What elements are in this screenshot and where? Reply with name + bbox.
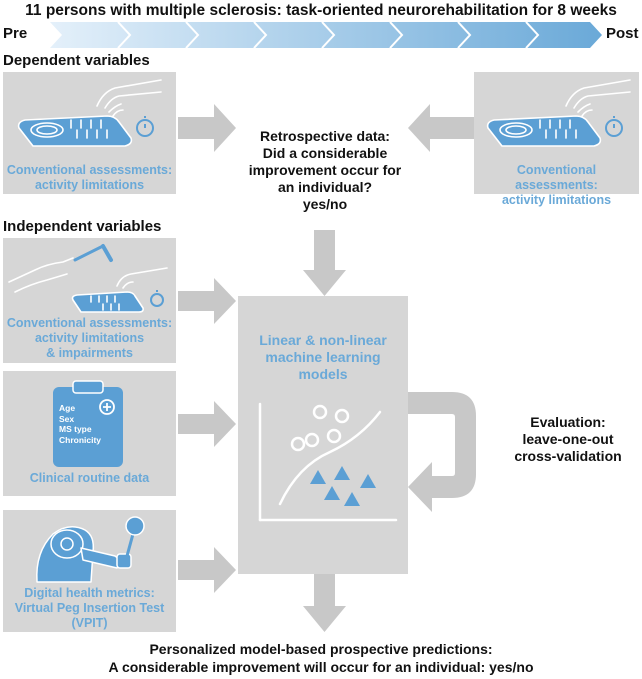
plot-circle-marker (304, 432, 320, 448)
clipboard-text: Age Sex MS type Chronicity (59, 403, 101, 445)
plot-circle-marker (334, 408, 350, 424)
prediction-line1: Personalized model-based prospective pre… (149, 641, 493, 657)
arrow-ind-conventional (178, 278, 236, 324)
arrow-retro-down (303, 230, 346, 296)
retro-line2: Did a considerable (262, 145, 388, 161)
arrow-ind-clinical (178, 401, 236, 447)
panel-independent-clinical: Age Sex MS type Chronicity Clinical rout… (3, 371, 176, 496)
peg-board-hand-icon (486, 79, 631, 147)
arrow-ind-digital (178, 547, 236, 593)
independent-variables-heading: Independent variables (3, 218, 162, 235)
caption-line2: activity limitations (34, 331, 145, 345)
arrow-model-down (303, 574, 346, 632)
clipboard-icon: Age Sex MS type Chronicity (49, 379, 127, 469)
panel-dependent-pre-caption: Conventional assessments: activity limit… (3, 163, 176, 193)
retro-line5: yes/no (302, 196, 348, 212)
clipboard-line-ms-type: MS type (59, 424, 92, 434)
plot-circle-marker (312, 404, 328, 420)
panel-independent-conventional-caption: Conventional assessments: activity limit… (3, 316, 176, 361)
caption-line2: activity limitations (34, 178, 145, 192)
evaluation-line2: leave-one-out (522, 431, 614, 447)
arrow-dep-left (178, 104, 236, 152)
model-line1: Linear & non-linear (259, 332, 387, 348)
plot-triangle-marker (344, 492, 360, 506)
prediction-line2: A considerable improvement will occur fo… (108, 659, 534, 675)
panel-independent-digital-caption: Digital health metrics: Virtual Peg Inse… (3, 586, 176, 631)
caption-line3: (VPIT) (71, 616, 108, 630)
evaluation-label: Evaluation: leave-one-out cross-validati… (494, 414, 642, 465)
arrow-evaluation-loop (408, 392, 476, 512)
dependent-variables-heading: Dependent variables (3, 52, 150, 69)
clipboard-line-age: Age (59, 403, 76, 413)
plot-triangle-marker (334, 466, 350, 480)
caption-line1: Conventional assessments: (6, 163, 173, 177)
caption-line1: Digital health metrics: (24, 586, 155, 600)
clipboard-line-sex: Sex (59, 413, 75, 424)
panel-independent-clinical-caption: Clinical routine data (3, 471, 176, 486)
evaluation-line1: Evaluation: (530, 414, 606, 430)
timeline-arrow (50, 22, 602, 48)
timeline-post-label: Post (606, 25, 639, 42)
caption-line3: & impairments (46, 346, 133, 360)
caption-line2: activity limitations (501, 193, 612, 207)
panel-independent-digital: Digital health metrics: Virtual Peg Inse… (3, 510, 176, 632)
model-panel: Linear & non-linear machine learning mod… (238, 296, 408, 574)
plot-circle-marker (326, 428, 342, 444)
timeline-pre-label: Pre (3, 25, 28, 42)
arrow-dep-right (408, 104, 474, 152)
prediction-statement: Personalized model-based prospective pre… (0, 640, 642, 676)
evaluation-line3: cross-validation (514, 448, 622, 464)
model-title: Linear & non-linear machine learning mod… (238, 332, 408, 383)
plot-circle-marker (290, 436, 306, 452)
plot-triangle-marker (360, 474, 376, 488)
panel-dependent-post: Conventional assessments: activity limit… (474, 72, 639, 207)
classification-plot-icon (258, 402, 398, 522)
retro-line4: an individual? (277, 179, 373, 195)
robot-haptic-device-icon (36, 516, 145, 583)
decision-boundary (278, 410, 382, 506)
reflex-hammer-peg-board-icon (8, 244, 168, 313)
plot-triangle-marker (324, 486, 340, 500)
caption-line1: Conventional assessments: (515, 163, 598, 192)
clipboard-line-chronicity: Chronicity (59, 434, 102, 445)
diagram-title: 11 persons with multiple sclerosis: task… (25, 2, 617, 19)
caption-line1: Conventional assessments: (6, 316, 173, 330)
retrospective-question: Retrospective data: Did a considerable i… (222, 128, 428, 213)
panel-dependent-post-caption: Conventional assessments: activity limit… (474, 163, 639, 208)
panel-dependent-pre: Conventional assessments: activity limit… (3, 72, 176, 194)
peg-board-hand-icon (17, 79, 162, 147)
caption-line2: Virtual Peg Insertion Test (14, 601, 165, 615)
panel-independent-conventional: Conventional assessments: activity limit… (3, 238, 176, 363)
plot-triangle-marker (310, 470, 326, 484)
retro-line1: Retrospective data: (260, 128, 390, 144)
model-line2: machine learning (265, 349, 381, 365)
model-line3: models (298, 366, 348, 382)
caption-line1: Clinical routine data (29, 471, 150, 485)
retro-line3: improvement occur for (248, 162, 402, 178)
